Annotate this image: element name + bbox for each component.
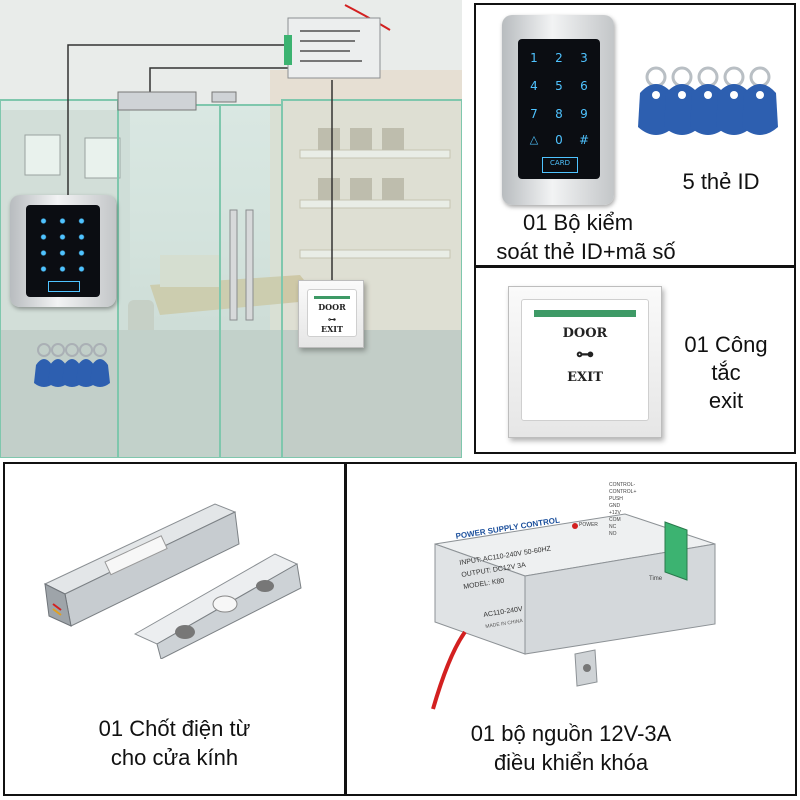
terminal-label: NC — [609, 524, 617, 530]
bolt-lock-caption-line2: cho cửa kính — [110, 745, 239, 770]
power-led-label: POWER — [579, 522, 598, 528]
time-label: Time — [649, 576, 663, 582]
keypad-key: 0 — [555, 133, 563, 147]
exit-switch-icon: DOOR ⊶ EXIT — [508, 286, 662, 438]
keypad-key: 2 — [555, 51, 563, 65]
id-tags-icon — [638, 66, 778, 135]
keypad-key: 9 — [580, 107, 588, 121]
exit-switch-caption-line2: tắc — [711, 360, 741, 385]
electric-bolt-lock-icon — [43, 503, 302, 659]
power-supply-caption-line2: điều khiển khóa — [493, 750, 649, 775]
scene-id-tags-icon — [34, 359, 110, 387]
scene-keypad-icon — [10, 195, 116, 307]
exit-switch-caption-line1: 01 Công — [684, 332, 768, 357]
card-label: CARD — [550, 159, 570, 167]
power-supply-panel: POWER SUPPLY CONTROL INPUT: AC110-240V 5… — [345, 462, 797, 796]
terminal-label: COM — [609, 517, 621, 523]
power-supply-icon — [431, 513, 716, 710]
terminal-label: CONTROL- — [609, 482, 636, 488]
exit-label: EXIT — [567, 370, 603, 385]
door-label: DOOR — [562, 326, 608, 341]
keypad-key: 6 — [580, 79, 588, 93]
keypad-icon: 1 2 3 4 5 6 7 8 9 △ 0 # CARD — [502, 15, 614, 205]
exit-switch-caption-line3: exit — [708, 388, 744, 413]
terminal-label: CONTROL+ — [609, 489, 637, 495]
terminal-label: +12V — [609, 510, 621, 516]
keypad-caption-line2: soát thẻ ID+mã số — [496, 239, 676, 264]
keypad-key: 4 — [530, 79, 538, 93]
keypad-key: 5 — [555, 79, 563, 93]
keypad-key: # — [578, 133, 590, 147]
keypad-key: 7 — [530, 107, 538, 121]
terminal-labels: CONTROL- CONTROL+ PUSH GND +12V COM NC N… — [609, 482, 669, 538]
keypad-key: △ — [529, 133, 539, 146]
power-supply-caption-line1: 01 bộ nguồn 12V-3A — [470, 721, 672, 746]
bolt-lock-caption-line1: 01 Chốt điện từ — [98, 716, 251, 741]
keypad-key: 1 — [530, 51, 538, 65]
scene-power-supply-icon — [284, 17, 381, 79]
keypad-key: 3 — [580, 51, 588, 65]
terminal-label: GND — [609, 503, 621, 509]
bolt-lock-panel: 01 Chốt điện từ cho cửa kính — [3, 462, 346, 796]
installation-scene: DOOR ⊶ EXIT — [0, 0, 462, 458]
exit-switch-panel: DOOR ⊶ EXIT 01 Công tắc exit — [474, 266, 796, 454]
key-icon: ⊶ — [576, 344, 594, 365]
scene-exit-switch-icon: DOOR ⊶ EXIT — [298, 280, 364, 348]
terminal-label: NO — [609, 531, 617, 537]
keypad-and-tags-panel: 1 2 3 4 5 6 7 8 9 △ 0 # CARD 5 thẻ — [474, 3, 796, 267]
keypad-caption-line1: 01 Bộ kiểm — [522, 210, 634, 235]
keypad-key: 8 — [555, 107, 563, 121]
id-tags-caption: 5 thẻ ID — [682, 169, 760, 194]
terminal-label: PUSH — [609, 496, 623, 502]
